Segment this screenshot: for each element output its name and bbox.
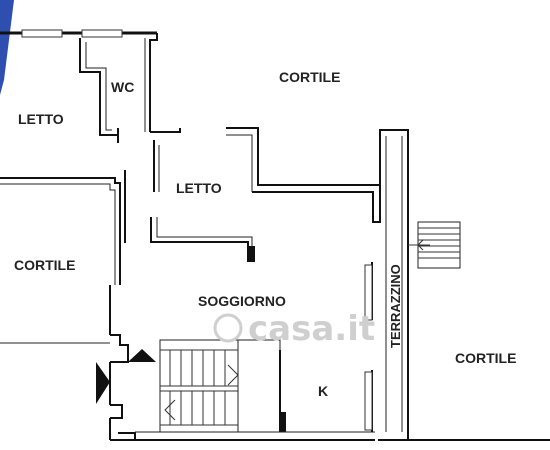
watermark: casa.it [213, 309, 375, 349]
room-label-kitchen: K [318, 383, 328, 399]
room-label-cortile-right: CORTILE [455, 350, 516, 366]
up-arrow [128, 349, 156, 362]
room-label-soggiorno: SOGGIORNO [198, 293, 286, 309]
room-label-cortile-left: CORTILE [14, 257, 75, 273]
room-label-cortile-top: CORTILE [279, 69, 340, 85]
corner-accent [0, 0, 14, 95]
room-label-wc: WC [111, 79, 134, 95]
walls [0, 29, 550, 441]
entrance-arrow [96, 362, 110, 404]
room-label-terrazzino: TERRAZZINO [388, 264, 403, 348]
watermark-text: casa.it [248, 309, 375, 349]
room-label-letto-left: LETTO [18, 111, 64, 127]
room-label-letto-center: LETTO [176, 180, 222, 196]
